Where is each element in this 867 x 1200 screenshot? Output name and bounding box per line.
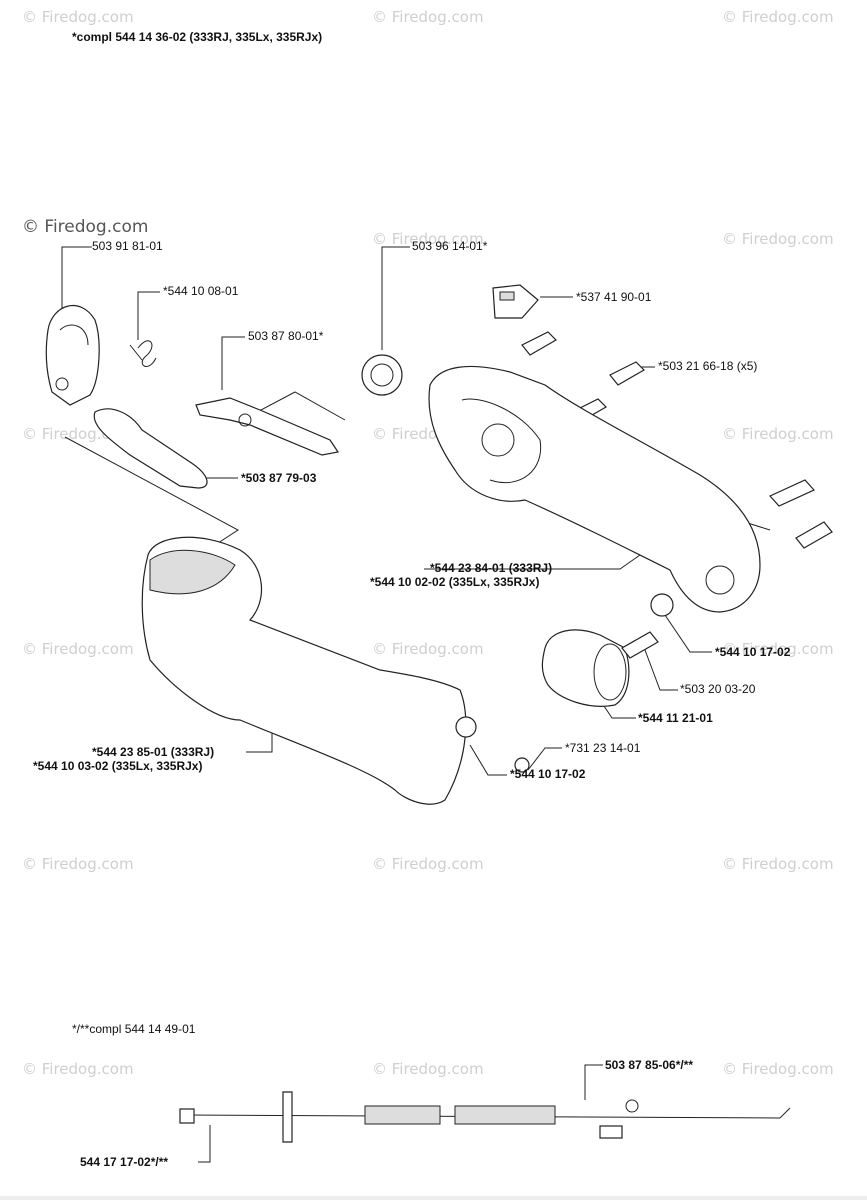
clip-part [45,304,100,406]
watermark: © Firedog.com [722,1060,834,1078]
switch-part [492,284,539,319]
watermark: © Firedog.com [372,855,484,873]
throttle-lever-part [93,408,208,489]
part-label-544-11-21: *544 11 21-01 [638,711,713,725]
part-label-544-23-84: *544 23 84-01 (333RJ) [430,561,553,575]
part-label-503-87-85: 503 87 85-06*/** [605,1058,694,1072]
part-label-537-41-90: *537 41 90-01 [576,290,652,304]
watermark: © Firedog.com [22,640,134,658]
watermark: © Firedog.com [22,855,134,873]
watermark-overlay: © Firedog.com [22,217,149,237]
part-label-544-10-02: *544 10 02-02 (335Lx, 335RJx) [370,575,540,589]
part-label-503-96-14: 503 96 14-01* [412,239,488,253]
watermark: © Firedog.com [722,640,834,658]
part-label-544-10-17-right: *544 10 17-02 [715,645,791,659]
cable-assembly [179,1091,791,1143]
spring-part [129,340,157,367]
part-label-503-87-79: *503 87 79-03 [241,471,317,485]
watermark: © Firedog.com [372,230,484,248]
nut-part [650,593,674,617]
watermark: © Firedog.com [722,855,834,873]
part-label-503-87-80: 503 87 80-01* [248,329,324,343]
clamp-part [541,629,630,707]
part-label-503-21-66: *503 21 66-18 (x5) [658,359,758,373]
part-label-544-17-17: 544 17 17-02*/** [80,1155,169,1169]
part-label-544-23-85: *544 23 85-01 (333RJ) [92,745,215,759]
watermark: © Firedog.com [722,230,834,248]
lock-lever-part [195,397,340,456]
part-label-503-91-81: 503 91 81-01 [92,239,163,253]
part-label-544-10-17-left: *544 10 17-02 [510,767,586,781]
watermark: © Firedog.com [372,640,484,658]
page-bottom-strip [0,1196,867,1200]
part-label-503-20-03: *503 20 03-20 [680,682,756,696]
watermark: © Firedog.com [22,8,134,26]
part-label-544-10-08: *544 10 08-01 [163,284,239,298]
left-housing-part [141,536,477,805]
bolt-part [621,631,659,659]
gear-ring-part [361,354,403,396]
part-label-544-10-03: *544 10 03-02 (335Lx, 335RJx) [33,759,203,773]
watermark: © Firedog.com [722,8,834,26]
watermark: © Firedog.com [372,8,484,26]
watermark: © Firedog.com [22,1060,134,1078]
part-label-731-23-14: *731 23 14-01 [565,741,641,755]
small-nut-part [514,757,530,773]
assembly-header-label: *compl 544 14 36-02 (333RJ, 335Lx, 335RJ… [72,30,323,44]
right-housing-part [428,365,761,613]
watermark: © Firedog.com [722,425,834,443]
cable-assembly-label: */**compl 544 14 49-01 [72,1022,196,1036]
watermark: © Firedog.com [372,1060,484,1078]
